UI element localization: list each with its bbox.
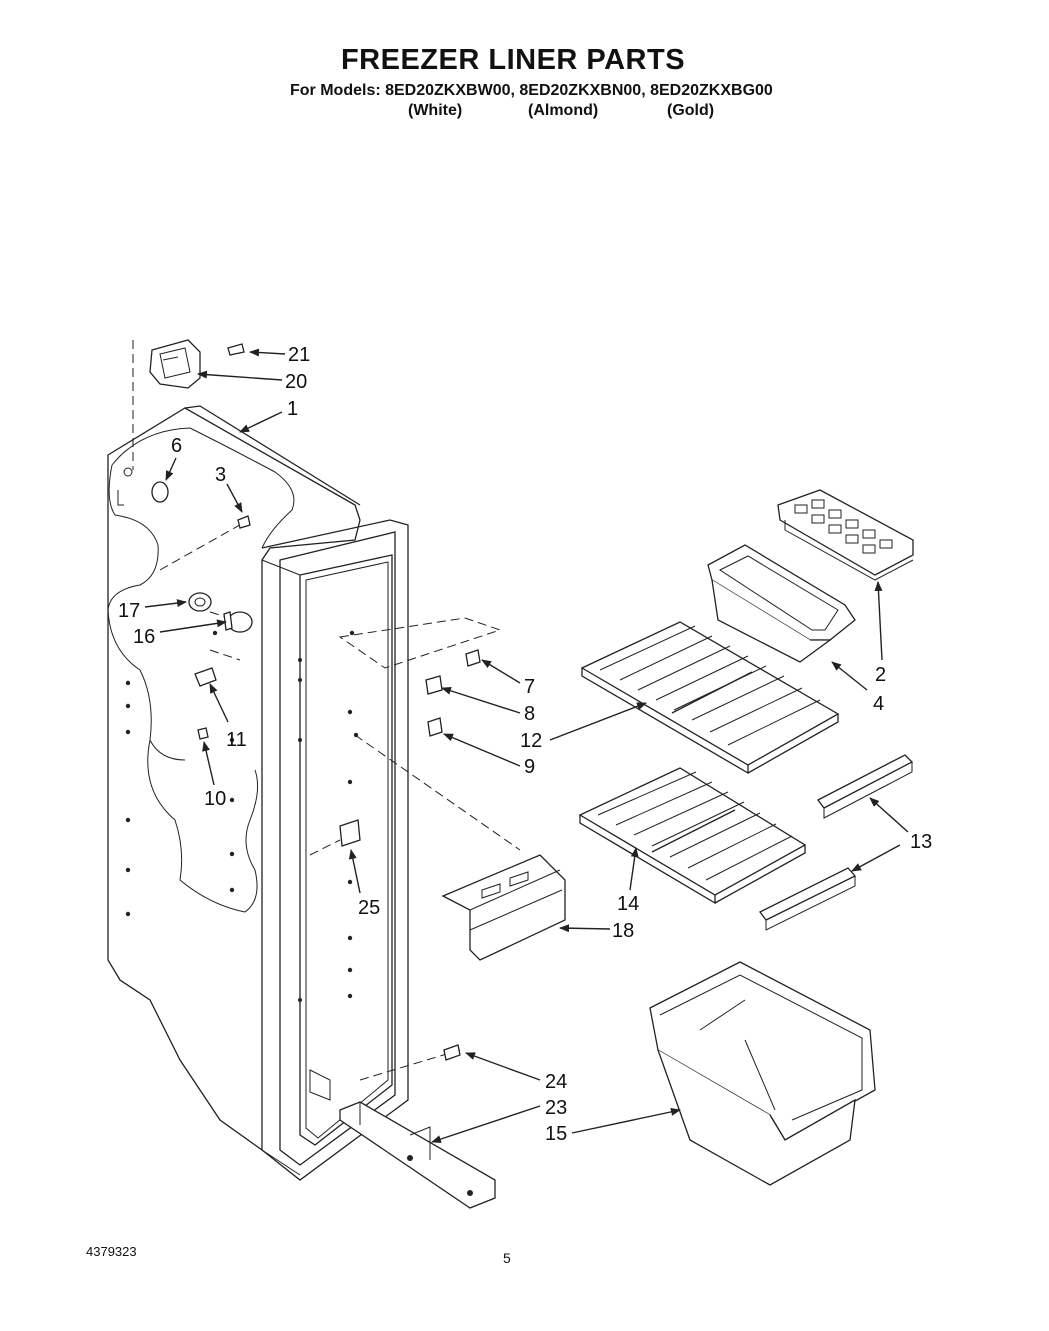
callout-9: 9 [524,756,535,778]
callout-21: 21 [288,344,310,366]
callout-18: 18 [612,920,634,942]
callout-11: 11 [226,729,247,751]
callout-14: 14 [617,893,639,915]
support-part-7 [465,649,481,667]
page-number: 5 [503,1250,511,1266]
switch-part [194,667,217,687]
screw-part-24 [443,1044,461,1061]
callout-13: 13 [910,831,932,853]
lower-wire-shelf-part [578,767,807,905]
callout-10: 10 [204,788,226,810]
support-part-8 [425,675,443,695]
diagram-title: FREEZER LINER PARTS [340,44,686,76]
callout-15: 15 [545,1123,567,1145]
light-bulb-part [223,611,253,633]
variant-white: (White) [408,102,463,119]
plug-part [151,481,169,503]
callout-20: 20 [285,371,307,393]
upper-wire-shelf-part [580,621,840,775]
callout-3: 3 [215,464,226,486]
crisper-pan-part [649,961,876,1186]
crisper-cover-part [441,854,566,961]
callout-1: 1 [287,398,298,420]
document-number: 4379323 [86,1244,137,1259]
shelf-rail-part [759,754,914,931]
ice-bin-part [707,544,856,663]
screw-part-21 [227,343,245,356]
screw-part-10 [197,727,209,740]
variant-almond: (Almond) [528,102,599,119]
screw-part-3 [237,515,251,529]
support-part-9 [427,717,443,737]
callout-24: 24 [545,1071,567,1093]
callout-7: 7 [524,676,535,698]
callout-6: 6 [171,435,182,457]
callout-4: 4 [873,693,884,715]
callout-8: 8 [524,703,535,725]
model-list: For Models: 8ED20ZKXBW00, 8ED20ZKXBN00, … [290,82,773,99]
ice-cube-tray-part [777,489,914,581]
callout-25: 25 [358,897,380,919]
callout-12: 12 [520,730,542,752]
callout-23: 23 [545,1097,567,1119]
damper-part [339,819,361,847]
lamp-socket-part [188,592,212,612]
callout-2: 2 [875,664,886,686]
callout-16: 16 [133,626,155,648]
freezer-liner [107,405,409,1181]
bracket-part [339,1101,496,1209]
light-housing-part [149,339,201,389]
variant-gold: (Gold) [667,102,715,119]
callout-17: 17 [118,600,140,622]
